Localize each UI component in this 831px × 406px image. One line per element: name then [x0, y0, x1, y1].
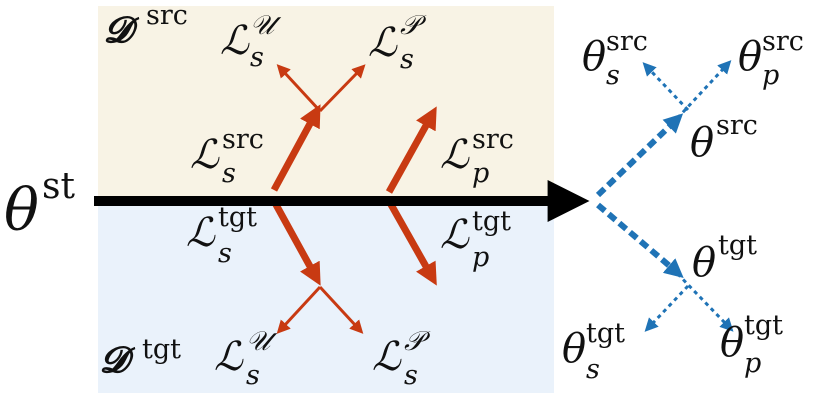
svg-text:src: src: [716, 110, 758, 141]
svg-text:θ: θ: [562, 326, 586, 372]
svg-text:θ: θ: [738, 34, 762, 80]
svg-text:s: s: [606, 60, 620, 91]
svg-text:s: s: [218, 238, 232, 269]
svg-text:θ: θ: [690, 120, 714, 166]
svg-text:θ: θ: [4, 176, 39, 244]
svg-text:p: p: [744, 348, 761, 379]
param-arrow-tgt: [596, 202, 684, 278]
param-arrow-s-src: [642, 62, 690, 112]
svg-text:src: src: [606, 26, 648, 57]
label-loss-s-src: ℒ src s: [190, 124, 264, 189]
label-loss-p-tgt: ℒ tgt p: [440, 206, 511, 273]
target-domain-region: [98, 201, 554, 393]
svg-text:tgt: tgt: [472, 206, 511, 237]
svg-text:src: src: [222, 124, 264, 155]
loss-arrow-tgt-s-U: [276, 285, 322, 334]
param-arrow-s-tgt: [644, 284, 690, 332]
svg-text:s: s: [250, 42, 264, 73]
label-loss-p-src: ℒ src p: [440, 124, 514, 189]
label-theta-p-tgt: θ tgt p: [720, 310, 783, 379]
svg-text:ℒ: ℒ: [186, 210, 216, 256]
svg-text:src: src: [146, 0, 188, 31]
svg-text:θ: θ: [582, 34, 606, 80]
label-loss-s-tgt: ℒ tgt s: [186, 202, 257, 269]
label-theta-s-src: θ src s: [582, 26, 648, 91]
label-theta-st: θ st: [4, 166, 75, 244]
svg-text:tgt: tgt: [718, 230, 757, 261]
svg-text:ℒ: ℒ: [220, 18, 250, 64]
label-theta-s-tgt: θ tgt s: [562, 318, 625, 385]
svg-text:s: s: [246, 360, 260, 391]
svg-text:tgt: tgt: [142, 334, 181, 365]
svg-text:tgt: tgt: [218, 202, 257, 233]
svg-text:s: s: [222, 158, 236, 189]
svg-text:s: s: [404, 360, 418, 391]
svg-text:p: p: [472, 242, 489, 273]
label-loss-s-P-tgt: ℒ 𝒫 s: [372, 326, 431, 391]
svg-text:ℒ: ℒ: [190, 132, 220, 178]
svg-text:p: p: [762, 60, 779, 91]
svg-text:src: src: [762, 26, 804, 57]
svg-text:src: src: [472, 124, 514, 155]
loss-arrow-src-s-P: [318, 64, 366, 113]
loss-arrow-tgt-p: [385, 199, 437, 286]
loss-arrow-tgt-s: [270, 199, 321, 286]
svg-text:θ: θ: [692, 240, 716, 286]
svg-text:ℒ: ℒ: [372, 334, 402, 380]
loss-arrow-src-s: [270, 104, 321, 192]
svg-text:tgt: tgt: [586, 318, 625, 349]
svg-text:s: s: [400, 44, 414, 75]
svg-text:tgt: tgt: [744, 310, 783, 341]
loss-arrow-src-p: [385, 106, 437, 194]
svg-text:θ: θ: [720, 320, 744, 366]
svg-text:st: st: [42, 166, 75, 207]
svg-text:ℒ: ℒ: [440, 132, 470, 178]
label-theta-src: θ src: [690, 110, 758, 166]
svg-text:ℒ: ℒ: [368, 20, 398, 66]
svg-text:ℒ: ℒ: [214, 334, 244, 380]
param-arrow-p-tgt: [670, 266, 734, 332]
label-theta-p-src: θ src p: [738, 26, 804, 91]
param-arrow-src: [595, 113, 684, 198]
loss-arrow-src-s-U: [276, 64, 322, 113]
svg-text:p: p: [472, 158, 489, 189]
label-theta-tgt: θ tgt: [692, 230, 757, 286]
svg-text:ℒ: ℒ: [440, 212, 470, 258]
svg-text:s: s: [586, 354, 600, 385]
loss-arrow-tgt-s-P: [318, 285, 364, 334]
